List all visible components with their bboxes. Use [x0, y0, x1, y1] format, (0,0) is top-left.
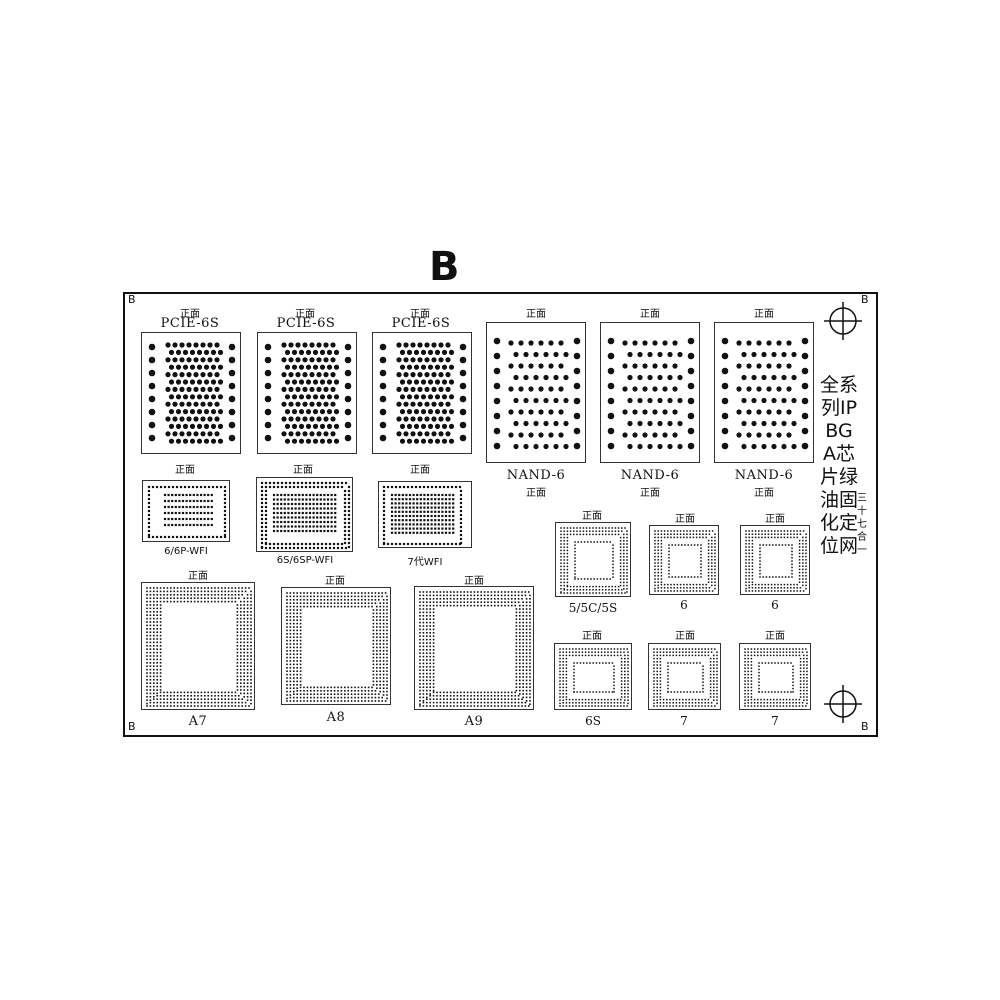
ball-grid-wifi	[260, 481, 351, 550]
front-label: 正面	[526, 488, 546, 499]
front-label: 正面	[464, 576, 484, 587]
stencil-label-pcie-6s: PCIE-6S	[276, 316, 336, 331]
stencil-label-wifi-6-6p: 6/6P-WFI	[164, 546, 208, 557]
front-label: 正面	[582, 511, 602, 522]
fiducial-crosshair-icon	[824, 302, 862, 340]
stencil-label-7: 7	[680, 714, 688, 728]
front-label: 正面	[175, 465, 195, 476]
stencil-7	[739, 643, 811, 710]
stencil-pcie-6s	[372, 332, 472, 454]
fiducial-crosshair-icon	[824, 685, 862, 723]
stencil-7	[648, 643, 721, 710]
corner-mark-top-left: B	[128, 293, 136, 306]
stencil-pcie-6s	[257, 332, 357, 454]
ball-grid-wifi	[382, 485, 463, 546]
stencil-6	[740, 525, 810, 595]
stencil-label-6s: 6S	[585, 714, 601, 728]
stencil-label-nand-6: NAND-6	[734, 468, 794, 483]
stencil-label-wifi-6s-6sp: 6S/6SP-WFI	[276, 555, 334, 566]
corner-mark-top-right: B	[861, 293, 869, 306]
stencil-a7	[141, 582, 255, 710]
board-title-vertical: 全系列IPBGA芯片绿油固化定位网	[820, 374, 859, 557]
stencil-label-a9: A9	[464, 714, 484, 729]
header-letter: B	[429, 244, 459, 290]
front-label: 正面	[410, 309, 430, 320]
ball-grid-small	[653, 648, 718, 707]
front-label: 正面	[640, 488, 660, 499]
ball-grid-pcie	[379, 342, 467, 444]
front-label: 正面	[675, 631, 695, 642]
stencil-nand-6	[714, 322, 814, 463]
front-label: 正面	[325, 576, 345, 587]
stencil-label-a8: A8	[326, 710, 346, 725]
front-label: 正面	[765, 631, 785, 642]
front-label: 正面	[754, 309, 774, 320]
stencil-label-a7: A7	[188, 714, 208, 729]
stencil-label-wifi-7: 7代WFI	[407, 557, 443, 568]
front-label: 正面	[188, 571, 208, 582]
stencil-a8	[281, 587, 391, 705]
front-label: 正面	[754, 488, 774, 499]
stencil-nand-6	[486, 322, 586, 463]
front-label: 正面	[582, 631, 602, 642]
stencil-label-pcie-6s: PCIE-6S	[391, 316, 451, 331]
front-label: 正面	[410, 465, 430, 476]
stencil-wifi-7	[378, 481, 472, 548]
stencil-6	[649, 525, 719, 595]
stencil-label-nand-6: NAND-6	[506, 468, 566, 483]
stencil-board	[123, 292, 878, 737]
front-label: 正面	[293, 465, 313, 476]
stencil-nand-6	[600, 322, 700, 463]
ball-grid-small	[560, 527, 628, 594]
stencil-a9	[414, 586, 534, 710]
stencil-label-6: 6	[680, 598, 688, 612]
ball-grid-pcie	[148, 342, 236, 444]
corner-mark-bottom-left: B	[128, 720, 136, 733]
ball-grid-cpu	[286, 592, 388, 702]
stencil-label-nand-6: NAND-6	[620, 468, 680, 483]
ball-grid-small	[654, 530, 716, 592]
ball-grid-small	[744, 648, 808, 707]
front-label: 正面	[640, 309, 660, 320]
front-label: 正面	[295, 309, 315, 320]
front-label: 正面	[526, 309, 546, 320]
corner-mark-bottom-right: B	[861, 720, 869, 733]
ball-grid-small	[745, 530, 807, 592]
stencil-label-pcie-6s: PCIE-6S	[160, 316, 220, 331]
stencil-5-5c-5s	[555, 522, 631, 597]
ball-grid-cpu	[146, 587, 252, 707]
ball-grid-nand	[721, 337, 809, 450]
stencil-label-5-5c-5s: 5/5C/5S	[568, 601, 618, 615]
ball-grid-nand	[493, 337, 581, 450]
board-subtitle-vertical: 三十七合一	[857, 493, 867, 556]
front-label: 正面	[675, 514, 695, 525]
stencil-label-7: 7	[771, 714, 779, 728]
stencil-6s	[554, 643, 632, 710]
ball-grid-small	[559, 648, 629, 707]
front-label: 正面	[765, 514, 785, 525]
front-label: 正面	[180, 309, 200, 320]
ball-grid-wifi	[147, 485, 227, 539]
stencil-wifi-6s-6sp	[256, 477, 353, 552]
ball-grid-pcie	[264, 342, 352, 444]
ball-grid-cpu	[419, 591, 531, 707]
stencil-wifi-6-6p	[142, 480, 230, 542]
stencil-label-6: 6	[771, 598, 779, 612]
ball-grid-nand	[607, 337, 695, 450]
stencil-pcie-6s	[141, 332, 241, 454]
